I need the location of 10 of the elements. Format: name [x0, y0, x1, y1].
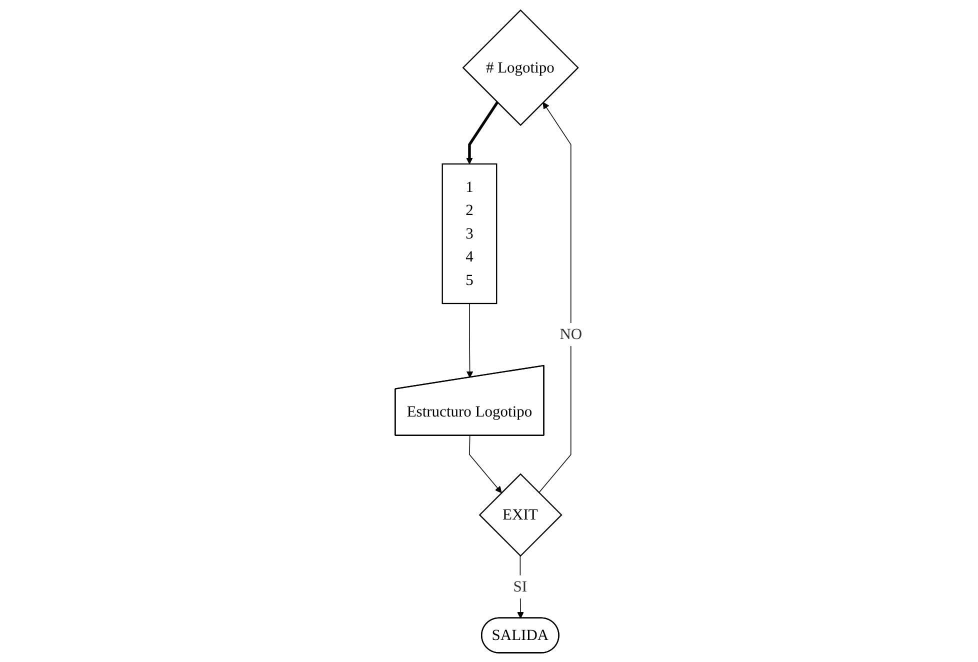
node-diamond: EXIT	[479, 472, 563, 556]
arrow	[466, 302, 474, 378]
arrow	[466, 101, 499, 164]
arrow	[538, 102, 572, 493]
arrow	[517, 555, 524, 618]
arrow	[469, 434, 502, 493]
node-diamond: # Logotipo	[462, 8, 580, 126]
edge-label: NO	[560, 325, 582, 343]
node-box: 1 2 3 4 5	[442, 162, 498, 304]
edge-label: SI	[514, 578, 528, 595]
